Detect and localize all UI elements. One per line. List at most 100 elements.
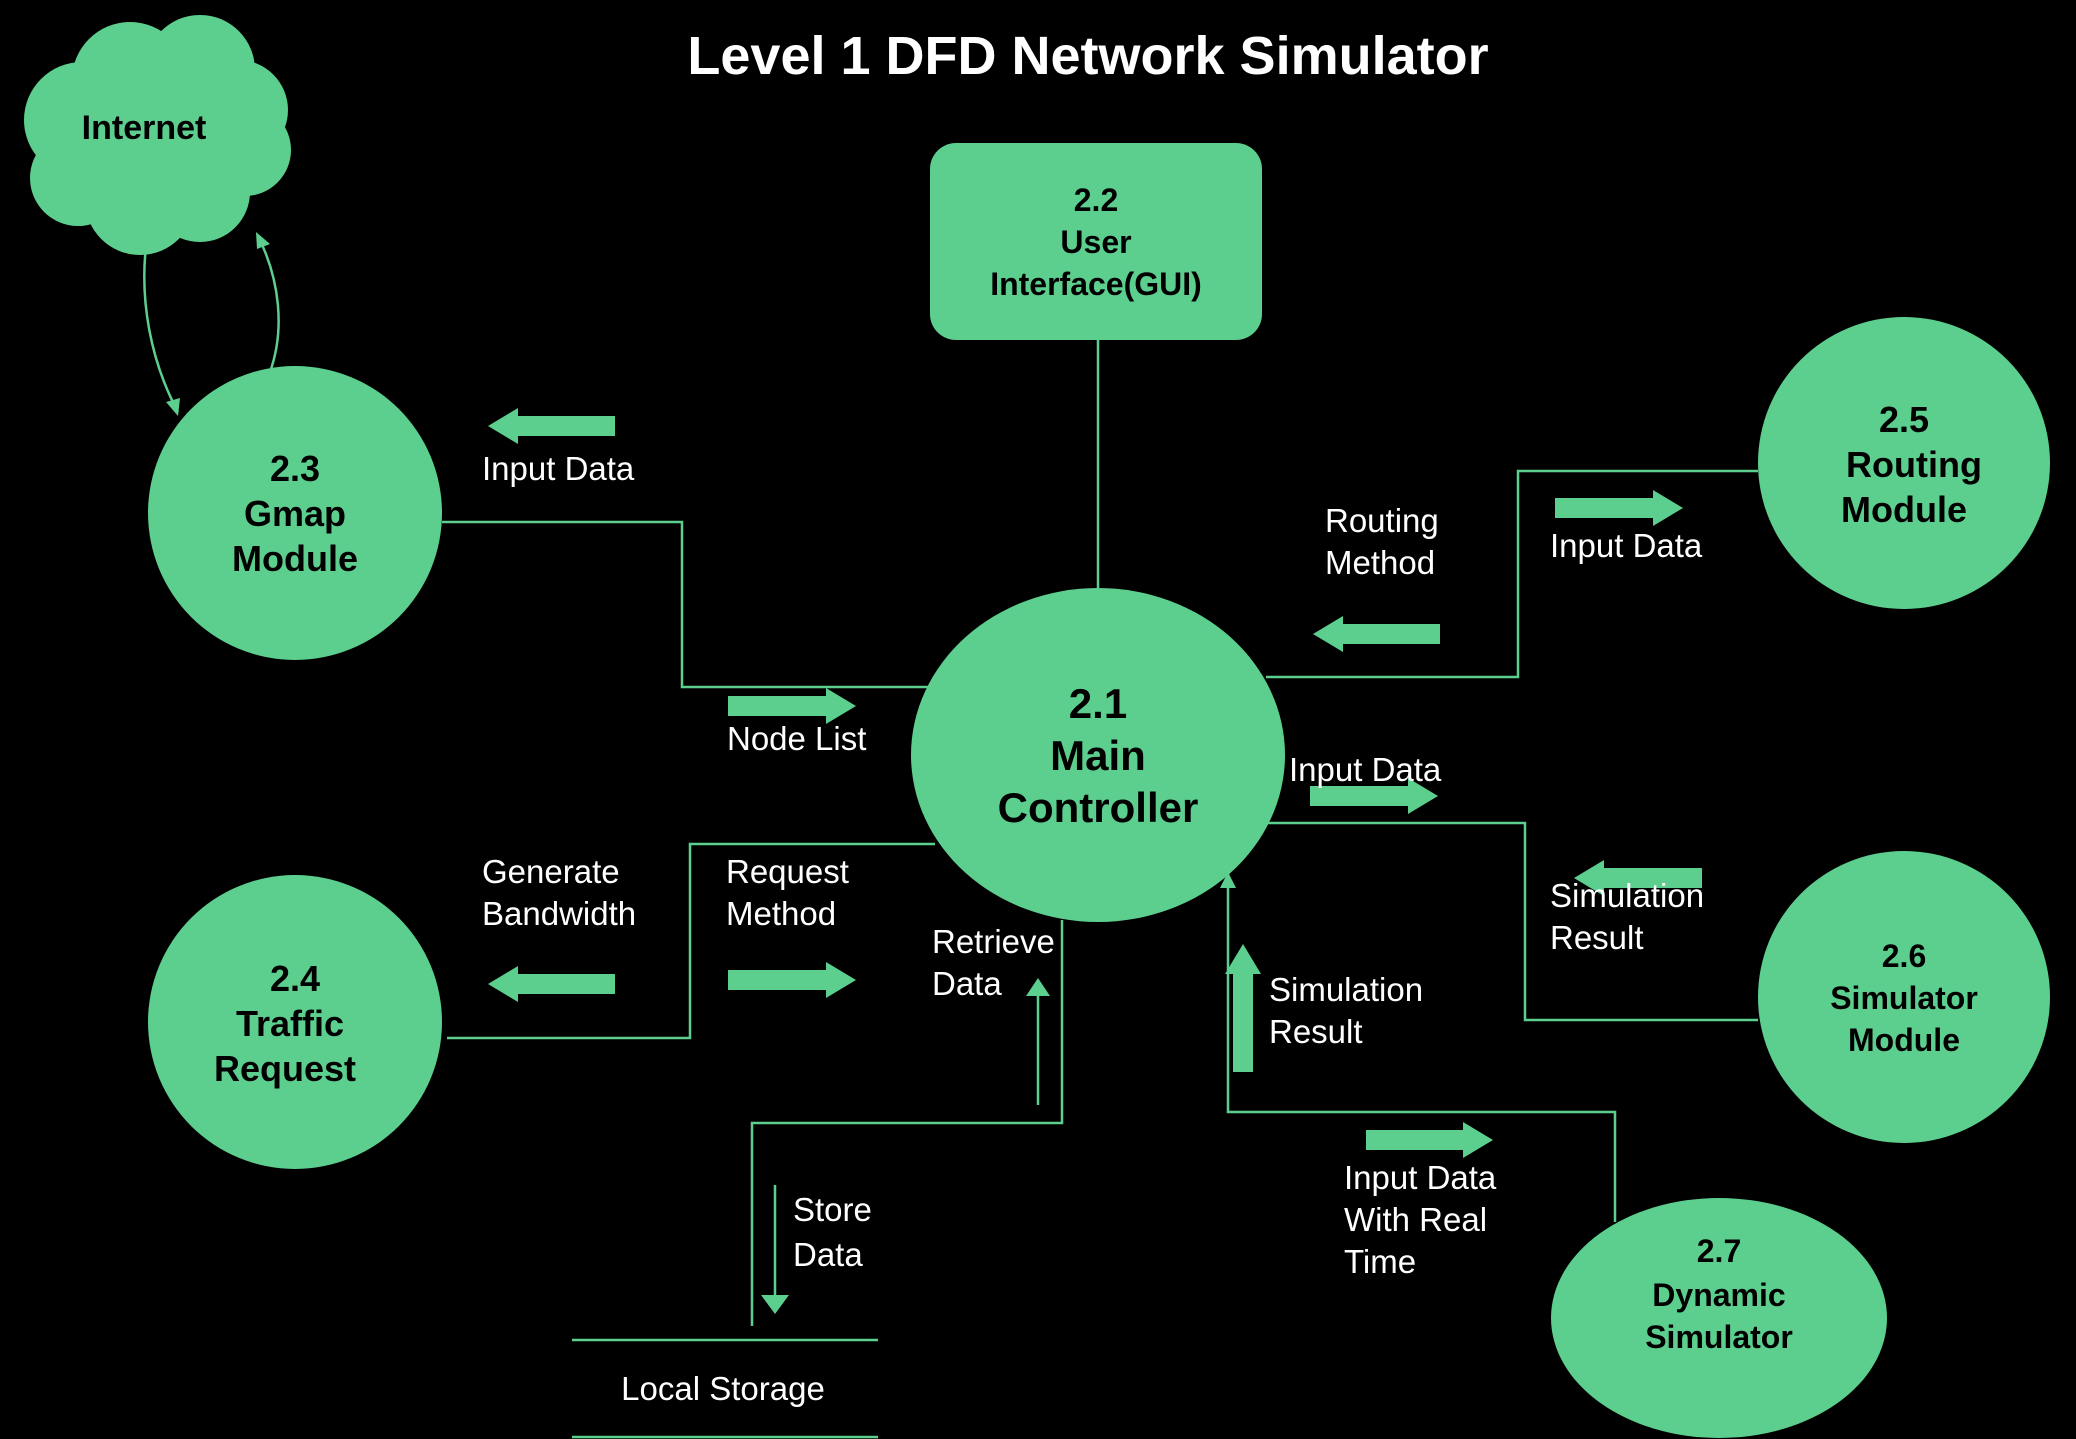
flow-label-retrieve-data: Retrieve Data — [932, 923, 1064, 1002]
arrow-sim-input-right — [1310, 778, 1438, 814]
flow-label-sim-input: Input Data — [1289, 751, 1442, 788]
main-controller-circle — [911, 588, 1285, 922]
cloud-puff — [80, 58, 240, 218]
routing-line1: Routing — [1846, 444, 1982, 485]
flow-label-line: Input Data — [1550, 527, 1703, 564]
line-main-routing — [1266, 469, 1758, 679]
simulator-line1: Simulator — [1830, 980, 1978, 1016]
flow-label-line: Routing — [1325, 502, 1439, 539]
flow-label-line: Node List — [727, 720, 866, 757]
flow-label-line: Bandwidth — [482, 895, 636, 932]
flow-label-sim-result-right: Simulation Result — [1550, 877, 1713, 956]
internet-label: Internet — [82, 109, 207, 147]
line-traffic-main — [447, 842, 935, 1040]
line-main-storage — [750, 920, 1064, 1326]
gui-box — [930, 143, 1262, 340]
flow-label-line: Data — [932, 965, 1002, 1002]
flow-label-line: Result — [1269, 1013, 1363, 1050]
connector-lines — [143, 232, 1758, 1439]
arrow-routing-method-left — [1313, 616, 1440, 652]
arrow-sim-result-left — [1574, 860, 1702, 896]
flow-label-request-method: Request Method — [726, 853, 858, 932]
retrieve-data-arrowhead — [1026, 978, 1050, 996]
arrow-dynamic-input-right — [1366, 1122, 1493, 1158]
node-gui: 2.2 User Interface(GUI) — [930, 143, 1262, 340]
flow-label-line: Store — [793, 1191, 872, 1228]
flow-label-line: Simulation — [1550, 877, 1704, 914]
line-gmap-main — [442, 520, 930, 689]
flow-label-sim-result-up: Simulation Result — [1269, 971, 1432, 1050]
traffic-line2: Request — [214, 1048, 356, 1089]
dynamic-id: 2.7 — [1697, 1233, 1741, 1269]
gui-line1: User — [1060, 224, 1131, 260]
flow-label-line: Method — [1325, 544, 1435, 581]
local-storage-label: Local Storage — [621, 1370, 825, 1407]
flow-label-line: Simulation — [1269, 971, 1423, 1008]
arrow-node-list-right — [728, 688, 856, 724]
simulator-id: 2.6 — [1882, 938, 1926, 974]
node-traffic: 2.4 Traffic Request — [148, 875, 442, 1169]
gui-id: 2.2 — [1074, 182, 1118, 218]
node-dynamic: 2.7 Dynamic Simulator — [1551, 1198, 1887, 1438]
gmap-to-internet-curve — [256, 235, 280, 373]
dynamic-line2: Simulator — [1645, 1319, 1793, 1355]
flow-label-gmap-input: Input Data — [482, 450, 635, 487]
gui-line2: Interface(GUI) — [990, 266, 1202, 302]
arrow-gmap-input-left — [488, 408, 615, 444]
main-controller-line2: Controller — [998, 784, 1199, 831]
arrow-routing-input-right — [1555, 490, 1683, 526]
node-gmap: 2.3 Gmap Module — [148, 366, 442, 660]
node-routing: 2.5 Routing Module — [1758, 317, 2050, 609]
flow-label-line: Generate — [482, 853, 620, 890]
main-controller-id: 2.1 — [1069, 680, 1127, 727]
arrow-sim-result-up — [1225, 944, 1261, 1072]
dynamic-line1: Dynamic — [1652, 1277, 1785, 1313]
internet-to-gmap-arrowhead — [166, 398, 180, 416]
routing-id: 2.5 — [1879, 399, 1929, 440]
flow-label-dynamic-input: Input Data With Real Time — [1344, 1159, 1505, 1280]
internet-cloud: Internet — [24, 15, 291, 255]
simulator-circle — [1758, 851, 2050, 1143]
internet-to-gmap-curve — [143, 245, 180, 413]
diagram-title: Level 1 DFD Network Simulator — [687, 26, 1488, 86]
traffic-circle — [148, 875, 442, 1169]
flow-labels: Input Data Node List Generate Bandwidth … — [482, 450, 1713, 1280]
gmap-id: 2.3 — [270, 448, 320, 489]
flow-label-line: Request — [726, 853, 849, 890]
flow-label-store-data: Store Data — [793, 1191, 881, 1273]
line-main-dynamic-arrowhead — [1220, 872, 1236, 888]
flow-label-line: Input Data — [1289, 751, 1442, 788]
traffic-id: 2.4 — [270, 958, 320, 999]
flow-label-routing-input: Input Data — [1550, 527, 1703, 564]
gmap-circle — [148, 366, 442, 660]
routing-line2: Module — [1841, 489, 1967, 530]
line-main-dynamic — [1226, 874, 1617, 1222]
main-controller-line1: Main — [1050, 732, 1146, 779]
gmap-line2: Module — [232, 538, 358, 579]
node-main-controller: 2.1 Main Controller — [911, 588, 1285, 922]
flow-label-line: With Real — [1344, 1201, 1487, 1238]
dynamic-circle — [1551, 1198, 1887, 1438]
flow-label-line: Data — [793, 1236, 863, 1273]
flow-label-routing-method: Routing Method — [1325, 502, 1448, 581]
arrow-request-method-right — [728, 962, 856, 998]
traffic-line1: Traffic — [236, 1003, 344, 1044]
line-main-simulator — [1267, 821, 1758, 1022]
simulator-line2: Module — [1848, 1022, 1960, 1058]
routing-circle — [1758, 317, 2050, 609]
store-data-arrowhead — [761, 1295, 789, 1314]
gmap-to-internet-arrowhead — [256, 232, 270, 249]
flow-label-line: Time — [1344, 1243, 1416, 1280]
gmap-line1: Gmap — [244, 493, 346, 534]
flow-label-line: Result — [1550, 919, 1644, 956]
flow-label-node-list: Node List — [727, 720, 866, 757]
arrow-bandwidth-left — [488, 966, 615, 1002]
flow-label-line: Method — [726, 895, 836, 932]
flow-label-line: Input Data — [1344, 1159, 1497, 1196]
flow-arrows — [488, 408, 1702, 1158]
flow-label-line: Input Data — [482, 450, 635, 487]
node-simulator: 2.6 Simulator Module — [1758, 851, 2050, 1143]
flow-label-generate-bandwidth: Generate Bandwidth — [482, 853, 636, 932]
